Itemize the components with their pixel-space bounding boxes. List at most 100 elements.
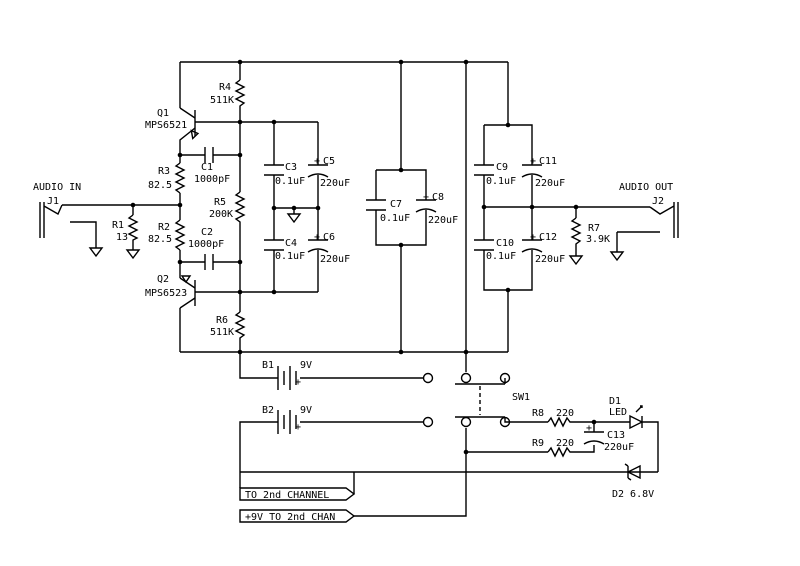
label-q2: Q2 — [157, 274, 169, 285]
label-c13-value: 220uF — [604, 442, 634, 453]
label-r7: R7 — [588, 223, 600, 234]
label-c11-value: 220uF — [535, 178, 565, 189]
capacitor-c10 — [474, 239, 494, 251]
label-b1-value: 9V — [300, 360, 312, 371]
label-r6: R6 — [216, 315, 228, 326]
component-labels: AUDIO IN J1 R1 13 Q1 MPS6521 R3 82.5 R2 … — [33, 82, 673, 523]
label-c5-plus: + — [314, 156, 320, 167]
capacitor-c6 — [307, 239, 329, 253]
label-c4: C4 — [285, 238, 297, 249]
label-d1-value: LED — [609, 407, 627, 418]
battery-b2 — [277, 410, 297, 434]
label-c12: C12 — [539, 232, 557, 243]
jack-j2 — [649, 202, 679, 238]
jack-j1 — [39, 202, 63, 238]
label-c6: C6 — [323, 232, 335, 243]
resistor-r7 — [570, 217, 582, 246]
label-c4-value: 0.1uF — [275, 251, 305, 262]
label-r2-value: 82.5 — [148, 234, 172, 245]
label-r3: R3 — [158, 166, 170, 177]
label-r4-value: 511K — [210, 95, 234, 106]
label-c3: C3 — [285, 162, 297, 173]
label-c2: C2 — [201, 227, 213, 238]
capacitor-c8 — [415, 199, 437, 213]
label-c6-plus: + — [314, 232, 320, 243]
label-q1: Q1 — [157, 108, 169, 119]
label-r4: R4 — [219, 82, 231, 93]
label-c5-value: 220uF — [320, 178, 350, 189]
label-r7-value: 3.9K — [586, 234, 610, 245]
label-c6-value: 220uF — [320, 254, 350, 265]
label-j2: J2 — [652, 196, 664, 207]
capacitor-c9 — [474, 164, 494, 176]
battery-b1 — [277, 366, 297, 390]
label-r8: R8 — [532, 408, 544, 419]
label-c11: C11 — [539, 156, 557, 167]
transistor-q2 — [180, 275, 196, 306]
label-q1-part: MPS6521 — [145, 120, 187, 131]
label-c1-value: 1000pF — [194, 174, 230, 185]
label-b1: B1 — [262, 360, 274, 371]
label-d1: D1 — [609, 396, 621, 407]
label-c7-value: 0.1uF — [380, 213, 410, 224]
label-r3-value: 82.5 — [148, 180, 172, 191]
label-c11-plus: + — [530, 156, 536, 167]
label-b1-plus: + — [295, 377, 301, 388]
label-c2-value: 1000pF — [188, 239, 224, 250]
resistor-r2 — [174, 219, 186, 251]
label-c8-value: 220uF — [428, 215, 458, 226]
resistor-r1 — [127, 214, 139, 243]
label-c13-plus: + — [586, 423, 592, 434]
resistor-r4 — [234, 79, 246, 110]
resistor-r6 — [234, 311, 246, 340]
capacitor-c12 — [521, 239, 543, 253]
transistor-q1 — [190, 110, 200, 140]
led-d1 — [629, 405, 644, 430]
label-r5-value: 200K — [209, 209, 233, 220]
capacitor-c13 — [583, 431, 605, 445]
label-r6-value: 511K — [210, 327, 234, 338]
label-q2-part: MPS6523 — [145, 288, 187, 299]
label-c12-value: 220uF — [535, 254, 565, 265]
label-c10-value: 0.1uF — [486, 251, 516, 262]
capacitor-c11 — [521, 164, 543, 178]
junction-dots — [130, 59, 597, 455]
label-r1: R1 — [112, 220, 124, 231]
label-sw1: SW1 — [512, 392, 530, 403]
label-j1: J1 — [47, 196, 59, 207]
capacitor-c7 — [366, 199, 386, 211]
label-plus9v-to-2nd-chan: +9V TO 2nd CHAN — [245, 512, 335, 523]
label-r9-value: 220 — [556, 438, 574, 449]
label-r5: R5 — [214, 197, 226, 208]
label-r8-value: 220 — [556, 408, 574, 419]
label-c3-value: 0.1uF — [275, 176, 305, 187]
capacitor-c3 — [264, 164, 284, 176]
label-c12-plus: + — [530, 232, 536, 243]
label-c8-plus: + — [423, 192, 429, 203]
label-c9-value: 0.1uF — [486, 176, 516, 187]
label-audio-in: AUDIO IN — [33, 182, 81, 193]
label-r2: R2 — [158, 222, 170, 233]
label-r1-value: 13 — [116, 232, 128, 243]
capacitor-c5 — [307, 164, 329, 178]
label-to-2nd-channel: TO 2nd CHANNEL — [245, 490, 329, 501]
resistor-r9 — [547, 446, 572, 458]
label-r9: R9 — [532, 438, 544, 449]
label-c13: C13 — [607, 430, 625, 441]
label-d2: D2 6.8V — [612, 489, 654, 500]
switch-sw1 — [422, 372, 511, 428]
label-c1: C1 — [201, 162, 213, 173]
capacitor-c1 — [204, 147, 214, 163]
label-c5: C5 — [323, 156, 335, 167]
zener-d2 — [624, 463, 641, 481]
label-c10: C10 — [496, 238, 514, 249]
label-audio-out: AUDIO OUT — [619, 182, 673, 193]
resistor-r8 — [547, 416, 572, 428]
label-c7: C7 — [390, 199, 402, 210]
label-b2-plus: + — [295, 422, 301, 433]
label-b2: B2 — [262, 405, 274, 416]
ground-symbols — [88, 213, 625, 266]
resistor-r3 — [174, 162, 186, 194]
label-c9: C9 — [496, 162, 508, 173]
capacitor-c4 — [264, 239, 284, 251]
